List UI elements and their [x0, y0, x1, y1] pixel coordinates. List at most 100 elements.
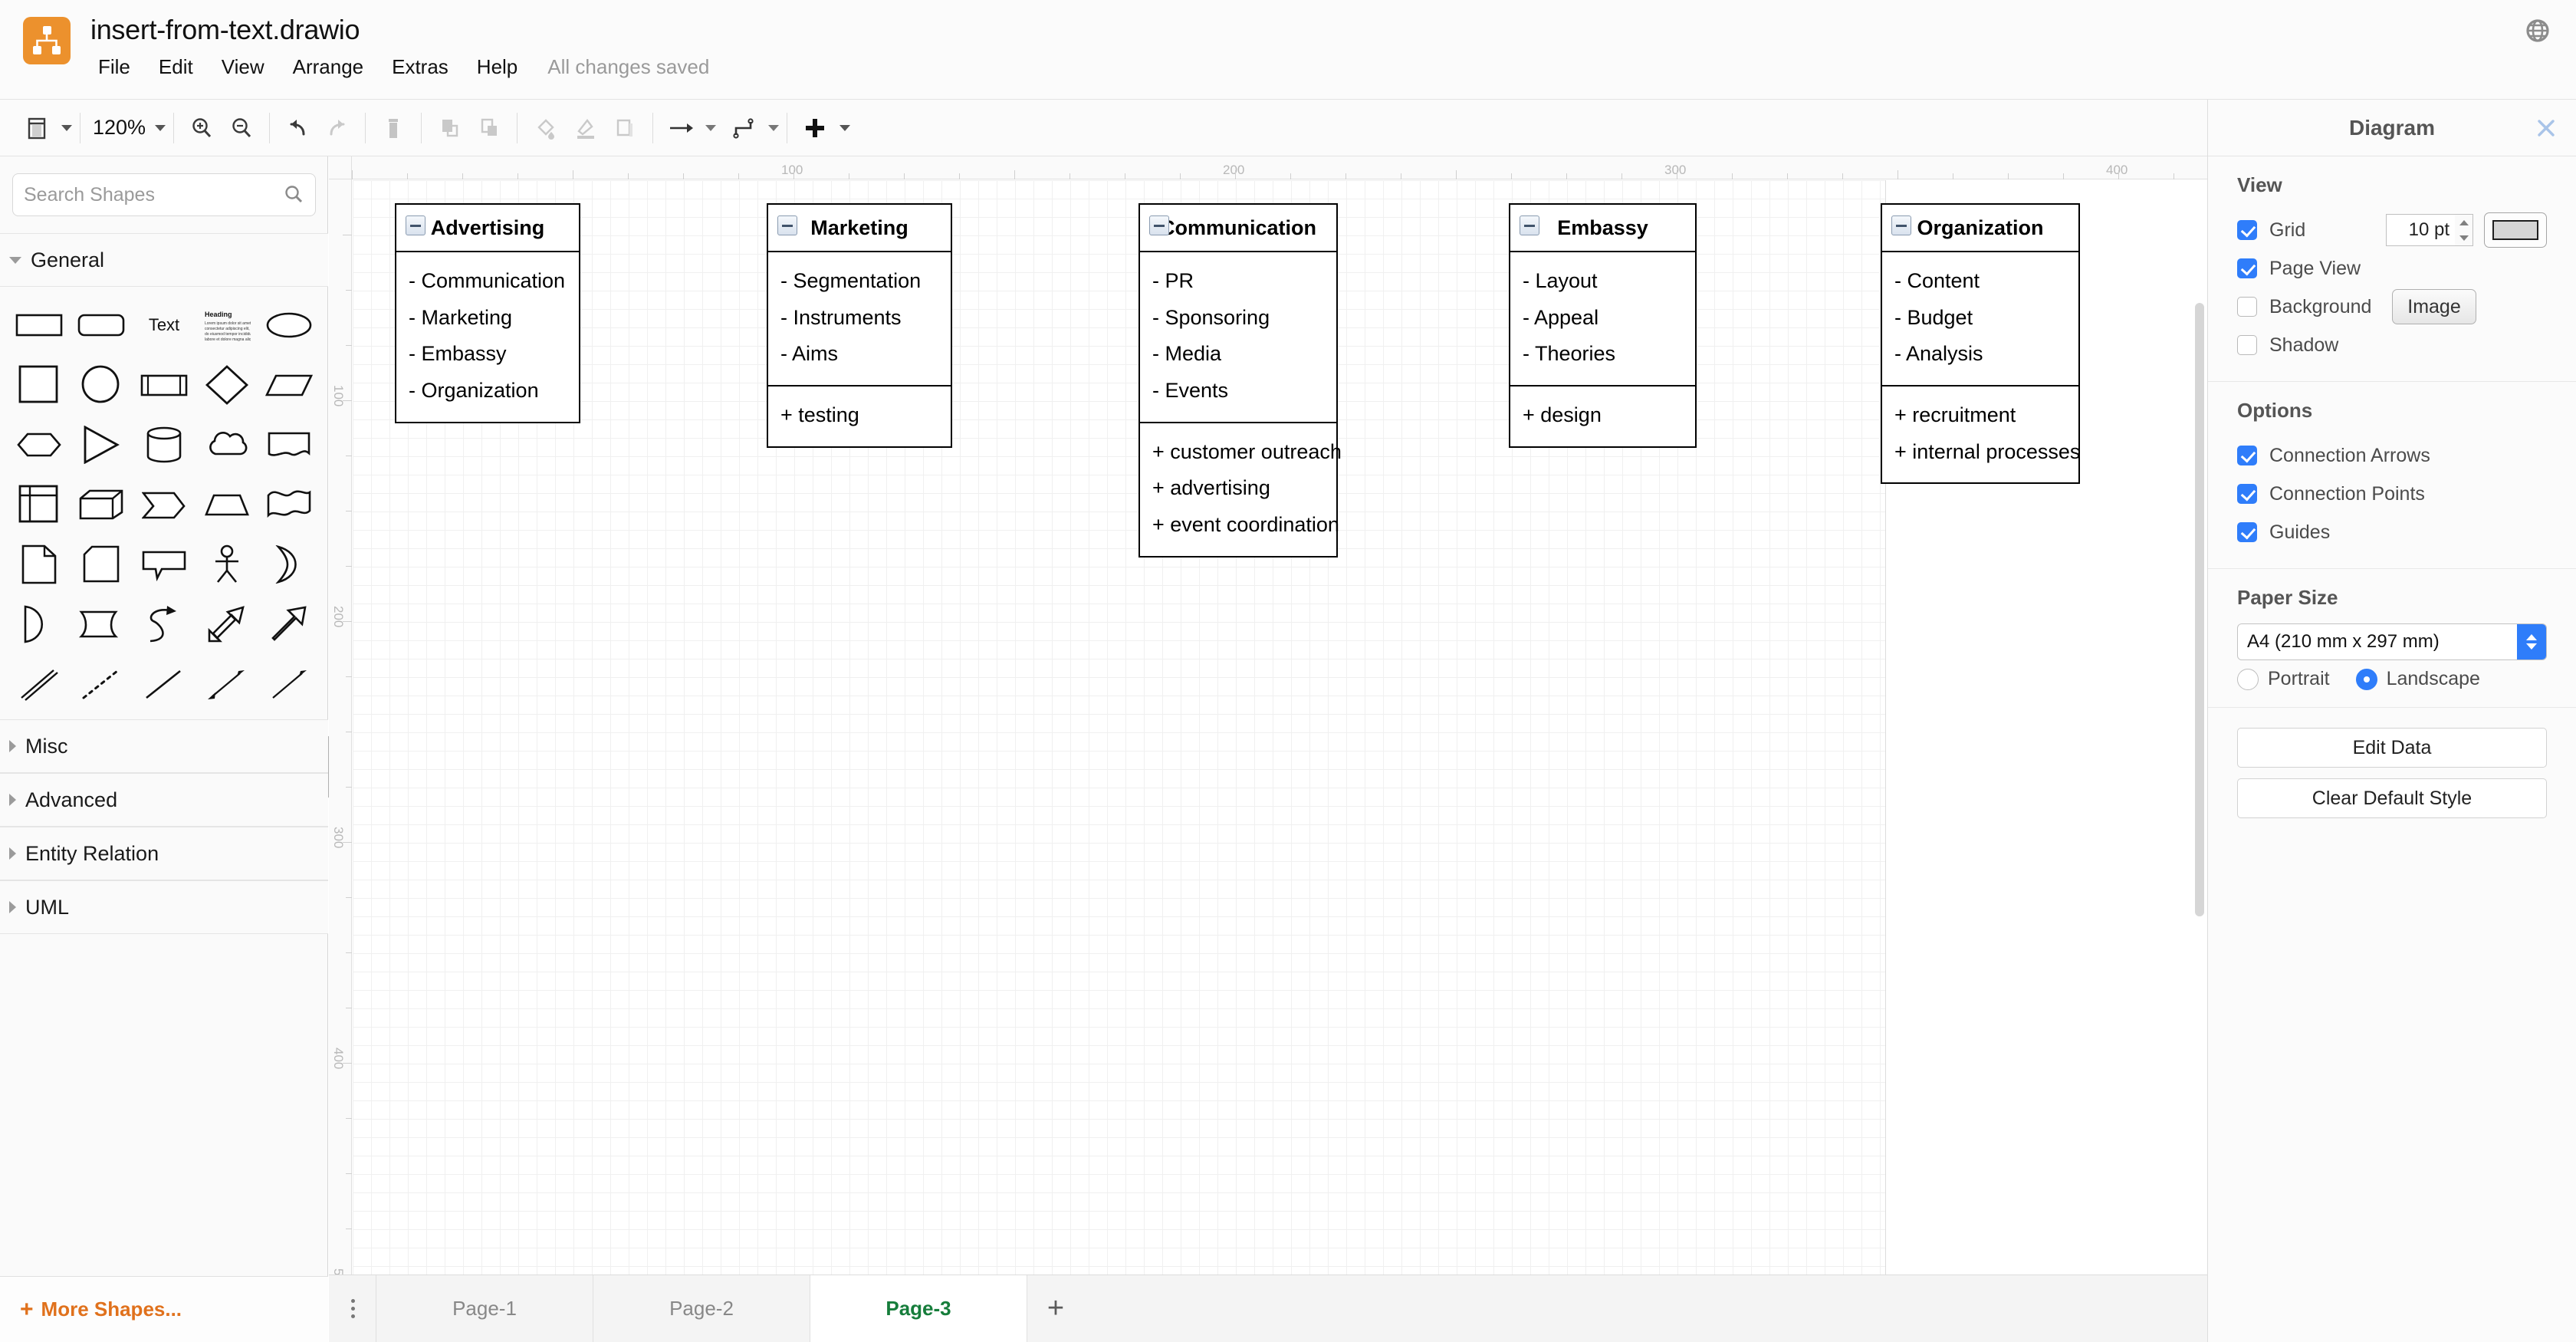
portrait-radio[interactable] — [2237, 668, 2259, 690]
uml-row[interactable]: - Events — [1152, 379, 1229, 403]
or-shape[interactable] — [258, 537, 320, 592]
background-checkbox[interactable] — [2237, 297, 2257, 317]
waypoint-style-icon[interactable] — [724, 108, 764, 148]
connection-chevron-down-icon[interactable] — [705, 124, 717, 131]
hexagon-shape[interactable] — [8, 417, 71, 472]
uml-title-bar[interactable]: Advertising — [396, 205, 579, 252]
grid-size-stepper[interactable] — [2455, 214, 2473, 246]
directional-arrow-shape[interactable] — [258, 656, 320, 712]
globe-icon[interactable] — [2516, 9, 2559, 52]
plus-insert-icon[interactable] — [795, 108, 835, 148]
landscape-radio[interactable] — [2355, 668, 2377, 690]
grid-color-swatch[interactable] — [2484, 212, 2547, 248]
uml-row[interactable]: - Aims — [780, 342, 839, 366]
triangle-shape[interactable] — [71, 417, 133, 472]
menu-extras[interactable]: Extras — [392, 55, 449, 78]
connection-arrows-checkbox[interactable] — [2237, 446, 2257, 465]
guides-checkbox[interactable] — [2237, 522, 2257, 542]
heading-textblock-shape[interactable]: Heading Lorem ipsum dolor sit amet, cons… — [196, 298, 258, 353]
rhombus-shape[interactable] — [196, 357, 258, 413]
uml-title-bar[interactable]: Marketing — [768, 205, 951, 252]
uml-row[interactable]: - Layout — [1523, 269, 1598, 292]
zoom-dropdown-group[interactable]: 120% — [88, 100, 166, 156]
card-shape[interactable] — [71, 537, 133, 592]
uml-row[interactable]: - Appeal — [1523, 305, 1599, 329]
data-storage-shape[interactable] — [71, 597, 133, 652]
uml-row[interactable]: - Instruments — [780, 305, 902, 329]
dashed-line-shape[interactable] — [71, 656, 133, 712]
uml-title-bar[interactable]: Embassy — [1510, 205, 1695, 252]
chevron-updown-icon[interactable] — [2517, 624, 2546, 659]
square-shape[interactable] — [8, 357, 71, 413]
uml-class-advertising[interactable]: Advertising - Communication - Marketing … — [395, 203, 580, 423]
uml-row[interactable]: - Content — [1894, 269, 1980, 292]
line-shape[interactable] — [133, 656, 196, 712]
uml-row[interactable]: - Organization — [409, 379, 539, 403]
undo-icon[interactable] — [278, 108, 317, 148]
uml-row[interactable]: - Theories — [1523, 342, 1616, 366]
page-tab-page-3[interactable]: Page-3 — [810, 1275, 1027, 1342]
add-page-button[interactable]: + — [1046, 1292, 1065, 1324]
trapezoid-shape[interactable] — [196, 477, 258, 532]
search-input[interactable] — [12, 173, 316, 216]
uml-row[interactable]: + testing — [780, 403, 859, 427]
zoom-level-label[interactable]: 120% — [93, 116, 146, 139]
waypoint-style-group[interactable] — [724, 100, 780, 156]
grid-checkbox[interactable] — [2237, 220, 2257, 240]
canvas-vertical-scrollbar[interactable] — [2192, 180, 2207, 1316]
uml-row[interactable]: - Segmentation — [780, 269, 922, 292]
page-sheet[interactable]: Advertising - Communication - Marketing … — [353, 180, 2080, 1275]
insert-group[interactable] — [795, 100, 851, 156]
uml-row[interactable]: + design — [1523, 403, 1602, 427]
canvas-area[interactable]: 100 200 300 40 — [329, 156, 2207, 1342]
cloud-shape[interactable] — [196, 417, 258, 472]
sidebar-section-misc[interactable]: Misc — [0, 719, 328, 773]
bidirectional-arrow-shape[interactable] — [196, 656, 258, 712]
arrow-shape[interactable] — [258, 597, 320, 652]
actor-shape[interactable] — [196, 537, 258, 592]
uml-title-bar[interactable]: Communication — [1140, 205, 1336, 252]
connection-style-group[interactable] — [661, 100, 717, 156]
cylinder-shape[interactable] — [133, 417, 196, 472]
zoom-chevron-down-icon[interactable] — [155, 124, 166, 131]
uml-row[interactable]: - Communication — [409, 269, 566, 292]
menu-view[interactable]: View — [221, 55, 264, 78]
uml-row[interactable]: - Embassy — [409, 342, 507, 366]
menu-arrange[interactable]: Arrange — [292, 55, 364, 78]
paper-size-select-wrap[interactable]: A4 (210 mm x 297 mm) — [2237, 623, 2547, 660]
page-tab-page-2[interactable]: Page-2 — [593, 1275, 810, 1342]
document-shape[interactable] — [258, 417, 320, 472]
edit-data-button[interactable]: Edit Data — [2237, 728, 2547, 768]
step-shape[interactable] — [133, 477, 196, 532]
uml-class-embassy[interactable]: Embassy - Layout - Appeal - Theories + d… — [1509, 203, 1697, 448]
kebab-menu-icon[interactable] — [329, 1275, 376, 1342]
menu-help[interactable]: Help — [476, 55, 518, 78]
collapse-minus-icon[interactable] — [1149, 215, 1169, 235]
callout-shape[interactable] — [133, 537, 196, 592]
page-view-checkbox[interactable] — [2237, 258, 2257, 278]
menu-edit[interactable]: Edit — [158, 55, 193, 78]
background-image-button[interactable]: Image — [2392, 289, 2476, 324]
rectangle-shape[interactable] — [8, 298, 71, 353]
uml-row[interactable]: + customer outreach — [1152, 439, 1342, 463]
uml-row[interactable]: - PR — [1152, 269, 1194, 292]
paper-size-select[interactable]: A4 (210 mm x 297 mm) — [2237, 623, 2547, 660]
sidebar-section-general[interactable]: General — [0, 233, 328, 287]
uml-row[interactable]: - Media — [1152, 342, 1222, 366]
curved-arrow-shape[interactable] — [133, 597, 196, 652]
and-shape[interactable] — [8, 597, 71, 652]
menu-file[interactable]: File — [98, 55, 130, 78]
uml-row[interactable]: - Budget — [1894, 305, 1973, 329]
sidebar-section-advanced[interactable]: Advanced — [0, 773, 328, 827]
uml-row[interactable]: + internal processes — [1894, 439, 2081, 463]
rounded-rectangle-shape[interactable] — [71, 298, 133, 353]
collapse-minus-icon[interactable] — [777, 215, 797, 235]
uml-class-communication[interactable]: Communication - PR - Sponsoring - Media … — [1138, 203, 1342, 558]
shadow-checkbox[interactable] — [2237, 335, 2257, 355]
uml-row[interactable]: - Marketing — [409, 305, 513, 329]
uml-class-organization[interactable]: Organization - Content - Budget - Analys… — [1881, 203, 2081, 485]
internal-storage-shape[interactable] — [8, 477, 71, 532]
tape-shape[interactable] — [258, 477, 320, 532]
vertical-scroll-thumb[interactable] — [2195, 303, 2204, 916]
double-line-shape[interactable] — [8, 656, 71, 712]
